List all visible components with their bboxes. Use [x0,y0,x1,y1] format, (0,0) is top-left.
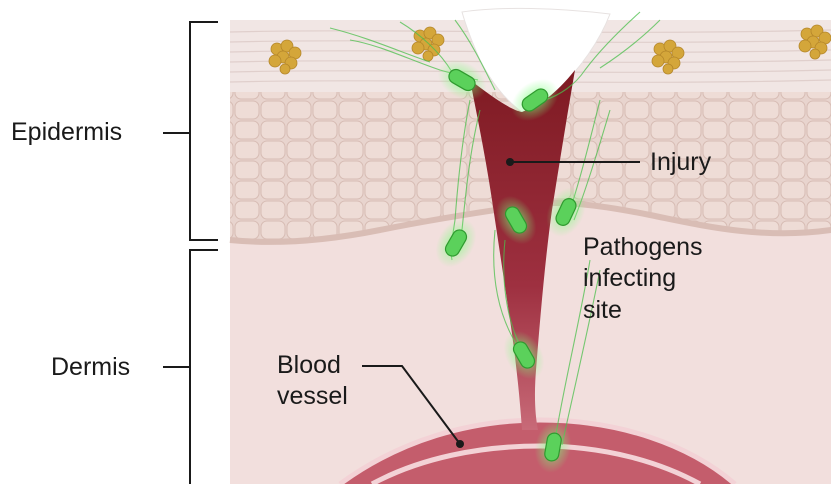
pathogens-label: Pathogens infecting site [583,232,703,326]
blood-vessel-label-line1: Blood [277,350,348,381]
blood-vessel-label-line2: vessel [277,381,348,412]
pathogens-label-line1: Pathogens [583,232,703,263]
layer-brackets [163,22,218,484]
dermis-label: Dermis [51,352,130,383]
pathogens-label-line3: site [583,295,703,326]
injury-label: Injury [650,147,711,178]
pathogens-label-line2: infecting [583,263,703,294]
epidermis-label: Epidermis [11,117,122,148]
epidermis-bracket [190,22,218,240]
blood-vessel-label: Blood vessel [277,350,348,413]
dermis-bracket [190,250,218,484]
